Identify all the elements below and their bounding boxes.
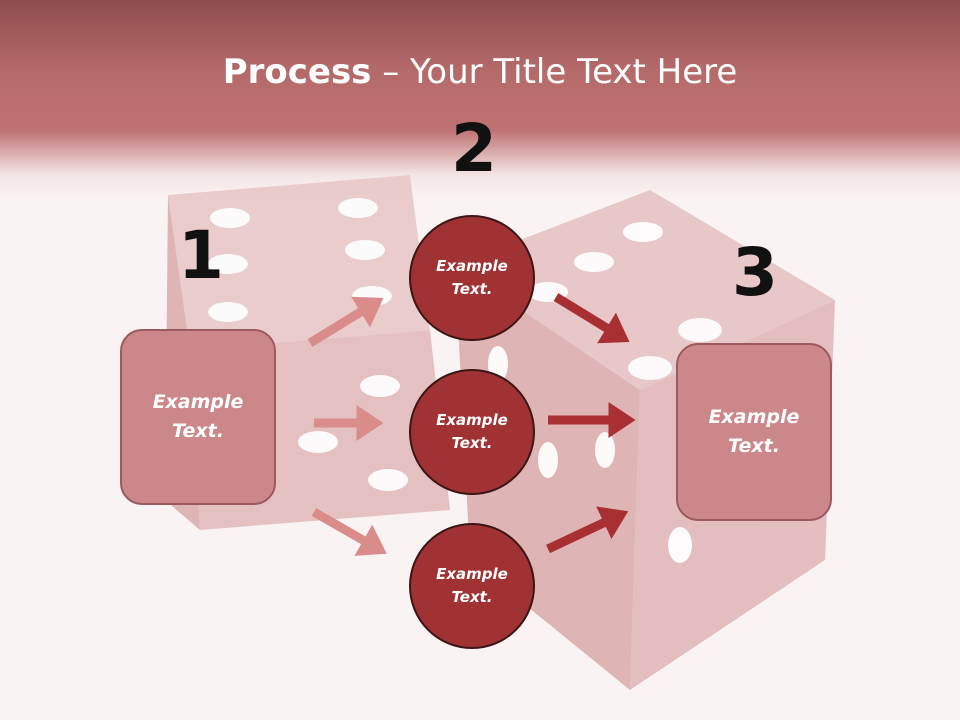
step-number-1: 1: [178, 217, 224, 294]
header-band: [0, 0, 960, 200]
step-number-2: 2: [451, 110, 497, 187]
title-rest: – Your Title Text Here: [371, 52, 738, 92]
circle-top-line1: Example: [436, 257, 508, 275]
step-number-3: 3: [732, 234, 778, 311]
left-text-box: Example Text.: [120, 329, 276, 505]
left-box-line2: Text.: [172, 420, 224, 442]
right-box-line1: Example: [708, 406, 800, 428]
circle-bottom-line1: Example: [436, 565, 508, 583]
circle-bottom-line2: Text.: [451, 588, 493, 606]
right-text-box: Example Text.: [676, 343, 832, 521]
title-bold: Process: [222, 52, 372, 92]
circle-middle: Example Text.: [409, 369, 535, 495]
circle-middle-line1: Example: [436, 411, 508, 429]
circle-top-line2: Text.: [451, 280, 493, 298]
circle-bottom: Example Text.: [409, 523, 535, 649]
slide-title: Process – Your Title Text Here: [0, 52, 960, 92]
circle-middle-line2: Text.: [451, 434, 493, 452]
right-box-line2: Text.: [728, 435, 780, 457]
circle-top: Example Text.: [409, 215, 535, 341]
left-box-line1: Example: [152, 391, 244, 413]
